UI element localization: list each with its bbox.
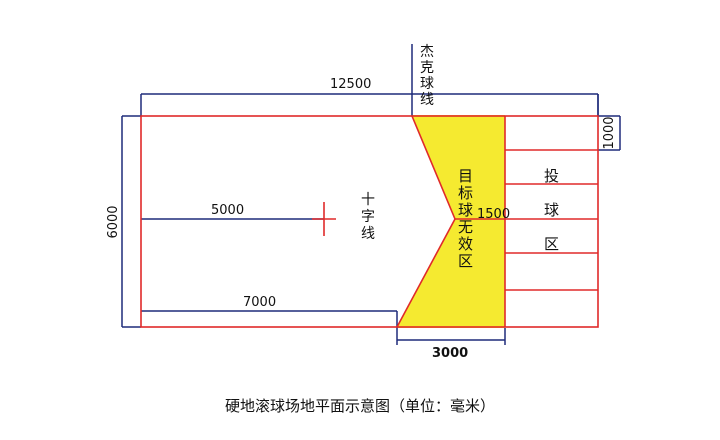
figure-caption: 硬地滚球场地平面示意图（单位：毫米） [225,397,495,415]
target-char-3: 球 [458,201,473,219]
target-zone-label: 目 标 球 无 效 区 [458,167,473,270]
target-char-4: 无 [458,218,473,236]
cross-line-label: 十 字 线 [361,192,375,242]
dim-top-length: 12500 [330,77,371,92]
dim-zone-depth: 1500 [477,207,510,222]
jack-char-3: 球 [420,76,434,92]
court-lines [140,115,599,328]
target-char-2: 标 [458,184,473,202]
cross-char-1: 十 [361,192,375,208]
pitch-char-3: 区 [544,235,559,253]
dim-pitching-row: 1000 [602,116,617,149]
dim-side-width: 6000 [106,205,121,238]
target-char-6: 区 [458,252,473,270]
target-char-5: 效 [458,235,473,253]
pitch-char-2: 球 [544,201,559,219]
target-invalid-zone [397,115,505,328]
target-char-1: 目 [458,167,473,185]
dim-bottom-ext: 3000 [432,346,468,361]
cross-char-2: 字 [361,209,375,225]
cross-char-3: 线 [361,226,375,242]
jack-char-1: 杰 [420,44,434,60]
jack-char-2: 克 [420,60,434,76]
jack-char-4: 线 [420,92,434,108]
pitching-zone-label: 投 球 区 [544,167,559,253]
dim-bottom-length: 7000 [243,295,276,310]
dimension-lines [121,44,621,345]
jack-line-label: 杰 克 球 线 [420,44,434,108]
dim-center-line: 5000 [211,203,244,218]
pitch-char-1: 投 [544,167,559,185]
